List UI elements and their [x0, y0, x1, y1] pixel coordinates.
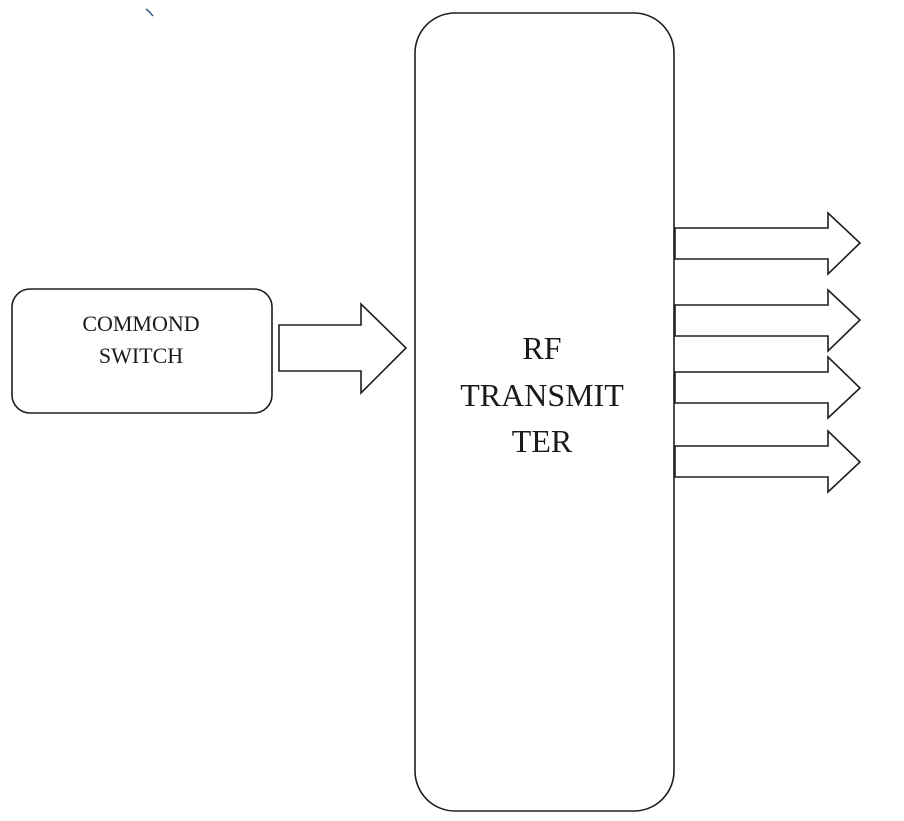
output-arrow-2 [674, 288, 862, 353]
command-switch-label-line1: COMMOND [82, 311, 199, 336]
command-switch-label-line2: SWITCH [99, 343, 183, 368]
command-switch-block: COMMOND SWITCH [11, 288, 273, 414]
output-arrow-3 [674, 355, 862, 420]
output-arrows [674, 211, 862, 494]
command-switch-box [11, 288, 273, 414]
rf-transmitter-label-line1: RF [522, 330, 561, 366]
output-arrow-4 [674, 429, 862, 494]
rf-transmitter-block: RF TRANSMIT TER [414, 12, 675, 812]
rf-transmitter-label-line2: TRANSMIT [460, 377, 624, 413]
switch-to-transmitter-arrow [278, 302, 408, 395]
rf-transmitter-label-line3: TER [512, 423, 573, 459]
rf-transmitter-box [414, 12, 675, 812]
stray-mark [145, 8, 154, 17]
output-arrow-1 [674, 211, 862, 276]
